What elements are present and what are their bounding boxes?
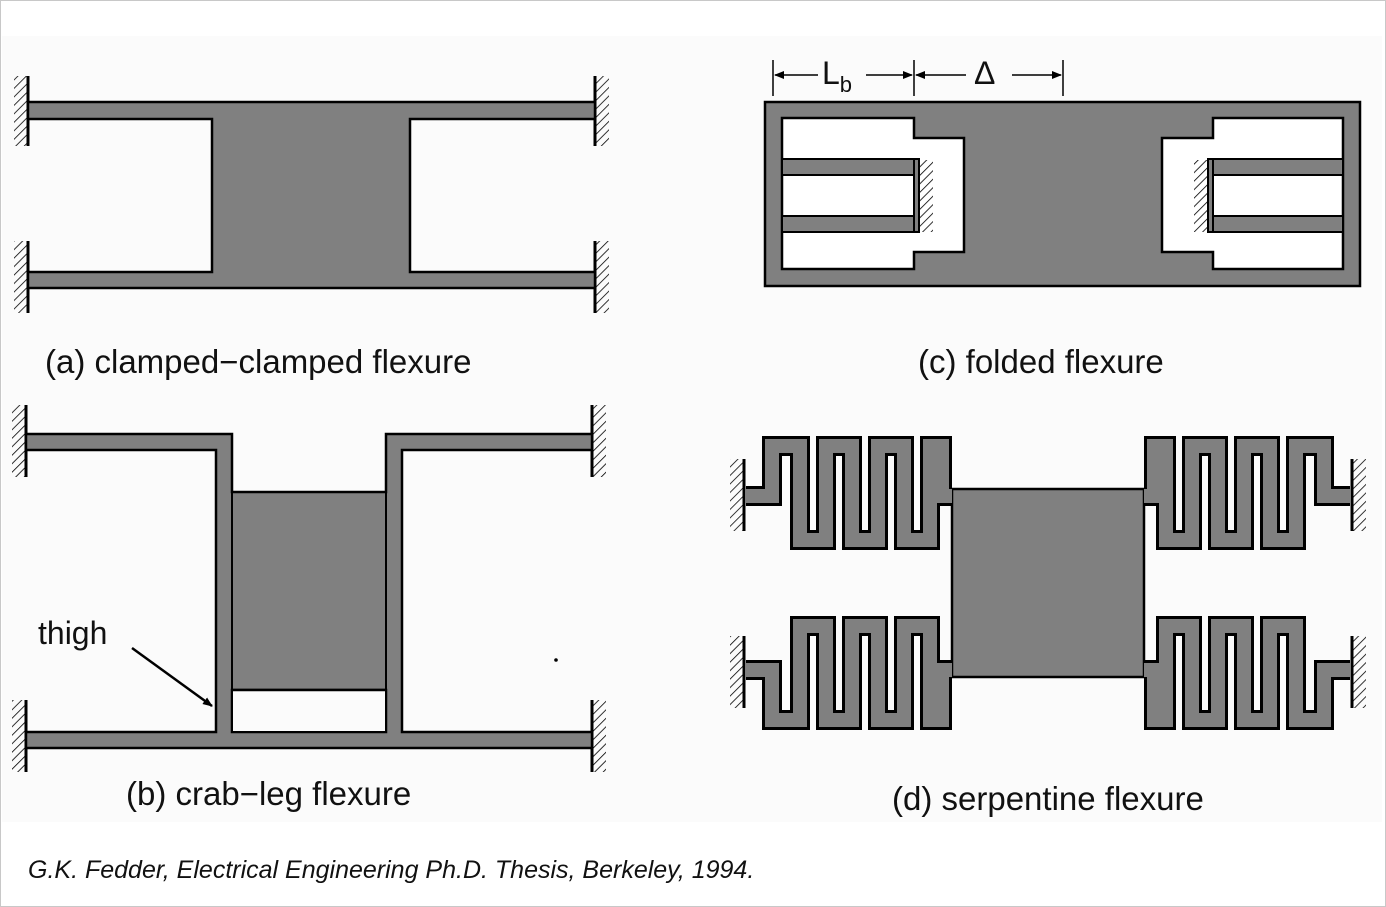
thigh-label: thigh	[38, 615, 107, 651]
anchor-hatch-left	[12, 405, 28, 772]
anchor-hatch-left	[730, 459, 746, 708]
right-beams	[1194, 158, 1344, 233]
left-cavity	[780, 116, 966, 271]
anchor-hatch-right	[1350, 459, 1366, 708]
serpentine-spring-bottom-left	[746, 616, 952, 730]
caption-a: (a) clamped−clamped flexure	[45, 343, 471, 380]
delta-label: Δ	[974, 55, 995, 91]
lb-sub: b	[840, 72, 852, 97]
serpentine-flexure	[730, 436, 1366, 730]
crab-leg-flexure: thigh	[12, 405, 606, 772]
right-cavity	[1160, 116, 1345, 271]
serpentine-spring-top-left	[746, 436, 952, 550]
thigh-arrow	[131, 646, 213, 708]
proof-mass	[950, 487, 1146, 679]
caption-b: (b) crab−leg flexure	[126, 775, 411, 812]
svg-text:Lb: Lb	[822, 55, 852, 97]
left-beams	[781, 158, 933, 233]
clamped-clamped-flexure	[14, 76, 609, 313]
flexure-body	[26, 100, 597, 290]
caption-d: (d) serpentine flexure	[892, 780, 1204, 817]
anchor-hatch-right	[593, 76, 609, 313]
dimension-lb: Lb	[772, 55, 915, 97]
folded-flexure: Lb Δ	[763, 55, 1362, 288]
serpentine-spring-top-right	[1144, 436, 1350, 550]
anchor-hatch-left	[14, 76, 30, 313]
serpentine-spring-bottom-right	[1144, 616, 1350, 730]
dimension-delta: Δ	[915, 55, 1064, 96]
citation: G.K. Fedder, Electrical Engineering Ph.D…	[28, 856, 755, 884]
anchor-hatch-right	[590, 405, 606, 772]
caption-c: (c) folded flexure	[918, 343, 1164, 380]
lb-main: L	[822, 55, 840, 91]
